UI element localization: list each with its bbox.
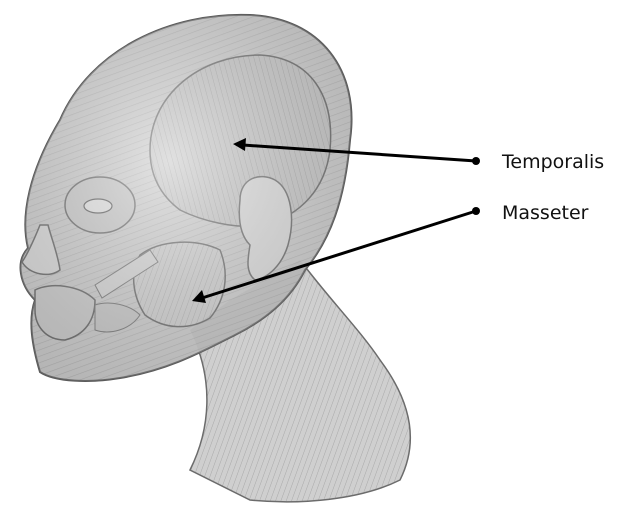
temporalis-pointer-dot [472,157,480,165]
masseter-pointer-dot [472,207,480,215]
masseter-label: Masseter [502,202,588,224]
temporalis-label: Temporalis [502,151,604,173]
